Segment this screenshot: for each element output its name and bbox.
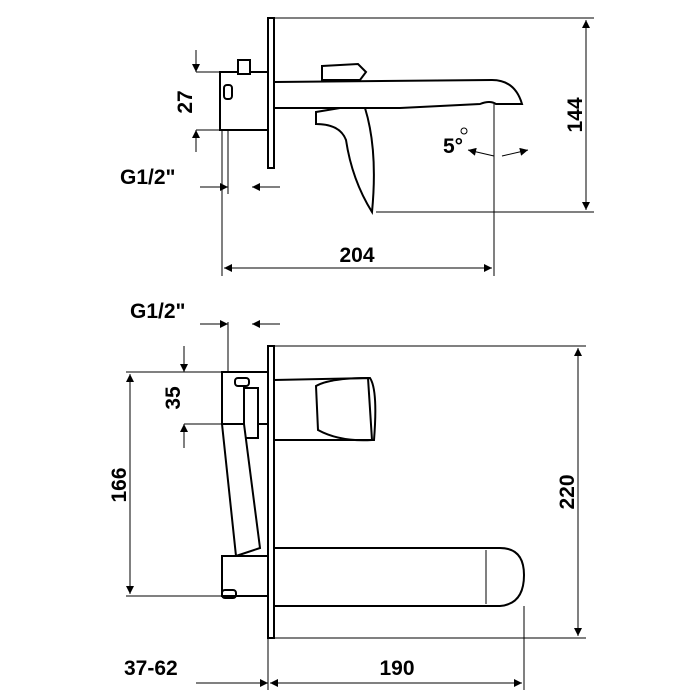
mixer-block-front — [243, 387, 259, 439]
conduit-front — [220, 423, 262, 558]
dim-27: 27 — [174, 90, 197, 113]
mixer-slot-front — [234, 377, 250, 387]
dim-190: 190 — [379, 657, 414, 680]
angle-point — [460, 127, 468, 135]
dim-166: 166 — [108, 467, 131, 502]
handle-front — [273, 376, 377, 441]
dim-angle: 5° — [443, 135, 463, 158]
mixer-body-side — [219, 71, 269, 131]
mixer-slot-side — [223, 84, 233, 100]
lever-blade-side — [315, 107, 375, 216]
front-view: 35 G1/2" 166 220 37-62 190 — [108, 300, 586, 690]
dim-wall-depth: 37-62 — [124, 657, 178, 680]
dim-144: 144 — [564, 97, 587, 132]
dim-220: 220 — [556, 474, 579, 509]
wall-plate-front — [267, 345, 275, 639]
spout-front — [273, 547, 526, 607]
dim-thread-top: G1/2" — [120, 166, 175, 189]
dim-204: 204 — [339, 244, 374, 267]
dim-thread-front: G1/2" — [130, 300, 185, 323]
handle-grip-front — [314, 376, 374, 442]
lever-side — [321, 62, 368, 81]
side-view: 144 27 G1/2" 204 5° — [120, 17, 594, 276]
outlet-slot-front — [221, 589, 237, 599]
spout-side — [273, 78, 524, 109]
dim-35: 35 — [162, 386, 185, 410]
mixer-cap-side — [237, 59, 251, 75]
